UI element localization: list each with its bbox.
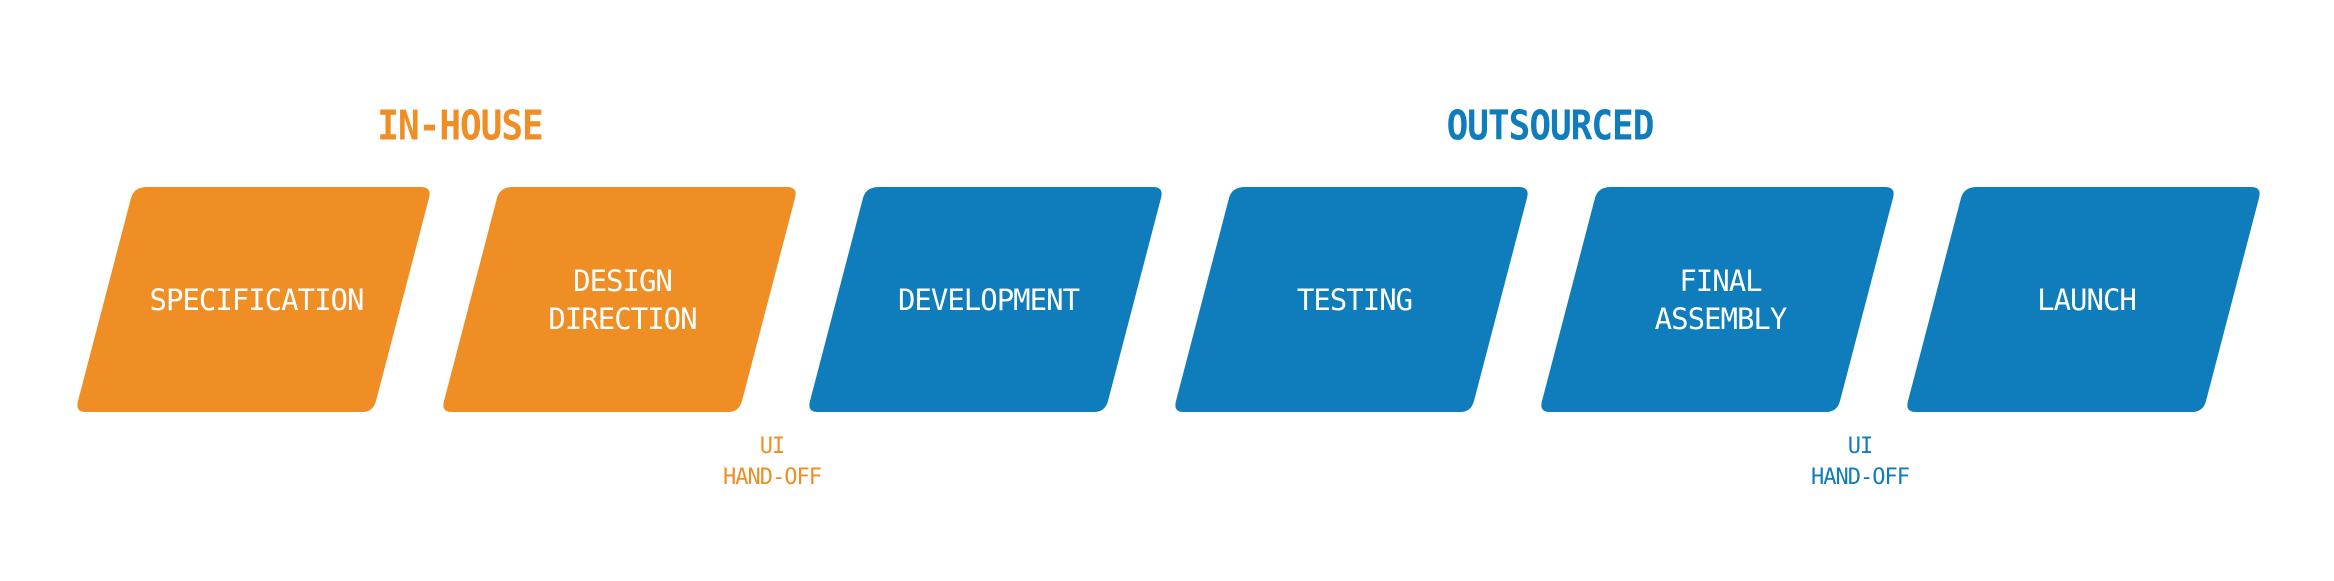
handoff-label-ui-outsourced: UI HAND-OFF xyxy=(1811,434,1910,490)
process-step-development: DEVELOPMENT xyxy=(809,187,1162,412)
parallelogram-shape xyxy=(1541,187,1894,412)
parallelogram-shape xyxy=(809,187,1162,412)
process-step-launch: LAUNCH xyxy=(1907,187,2260,412)
process-step-specification: SPECIFICATION xyxy=(77,187,430,412)
step-label: TESTING xyxy=(1296,282,1413,317)
step-label: FINAL ASSEMBLY xyxy=(1654,263,1788,336)
process-step-design-direction: DESIGN DIRECTION xyxy=(443,187,796,412)
parallelogram-shape xyxy=(1907,187,2260,412)
group-title-in-house: IN-HOUSE xyxy=(377,102,543,150)
process-step-testing: TESTING xyxy=(1175,187,1528,412)
parallelogram-shape xyxy=(1175,187,1528,412)
step-label: DESIGN DIRECTION xyxy=(548,263,697,336)
step-label: LAUNCH xyxy=(2037,282,2137,317)
group-title-outsourced: OUTSOURCED xyxy=(1446,102,1655,150)
parallelogram-shape xyxy=(77,187,430,412)
step-label: SPECIFICATION xyxy=(149,282,365,317)
step-label: DEVELOPMENT xyxy=(897,282,1080,317)
parallelogram-shape xyxy=(443,187,796,412)
handoff-label-ui-inhouse: UI HAND-OFF xyxy=(723,434,822,490)
process-step-final-assembly: FINAL ASSEMBLY xyxy=(1541,187,1894,412)
